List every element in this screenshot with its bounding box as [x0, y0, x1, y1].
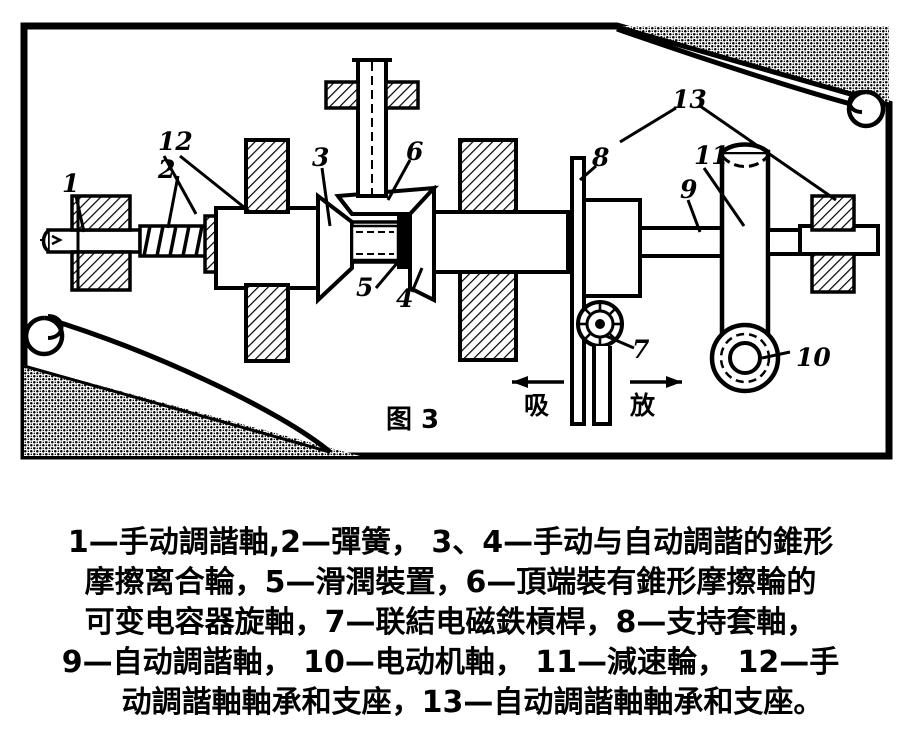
support-sleeve-shaft: [570, 156, 642, 426]
manual-tuning-shaft: [41, 228, 142, 254]
bearing-wall-middle: [458, 138, 518, 362]
lubrication-device: [350, 224, 400, 262]
callout-labels: 1 2 3 4 5 6 7 8 9 10 11 12 13: [62, 85, 831, 372]
bearing-wall-left: [244, 138, 290, 363]
right-shaft-end: [766, 194, 880, 294]
intermediate-shaft-body: [432, 210, 570, 274]
caption-line-2: 摩擦离合輪，5—滑潤裝置，6—頂端裝有錐形摩擦輪的: [84, 565, 817, 600]
callout-12: 12: [158, 127, 193, 156]
arrow-label-attract: 吸: [524, 391, 549, 420]
variable-capacitor-shaft: [324, 58, 420, 198]
callout-11: 11: [694, 141, 729, 170]
arrow-label-release: 放: [629, 391, 656, 420]
callout-13: 13: [672, 85, 707, 114]
reduction-wheel: [719, 142, 771, 345]
manual-shaft-sleeve: [214, 206, 320, 290]
leader-lines: [74, 104, 837, 360]
bearing-support-left: [70, 194, 132, 292]
callout-6: 6: [406, 137, 423, 166]
caption-line-1: 1—手动調諧軸,2—彈簧， 3、4—手动与自动調諧的錐形: [67, 525, 834, 560]
figure-caption: 1—手动調諧軸,2—彈簧， 3、4—手动与自动調諧的錐形 摩擦离合輪，5—滑潤裝…: [0, 505, 901, 744]
callout-5: 5: [356, 273, 373, 302]
callout-3: 3: [312, 143, 329, 172]
caption-line-5: 动調諧軸軸承和支座，13—自动調諧軸軸承和支座。: [121, 685, 824, 720]
callout-4: 4: [396, 284, 413, 313]
caption-line-3: 可变电容器旋軸，7—联結电磁鉄槓桿，8—支持套軸，: [84, 605, 817, 640]
cone-clutch-auto: [334, 185, 439, 304]
torn-edge-top-right: [616, 24, 890, 129]
electromagnet-lever-roller: [576, 300, 624, 426]
caption-line-4: 9—自动調諧軸， 10—电动机軸， 11—減速輪， 12—手: [61, 645, 840, 680]
figure-label: 图 3: [386, 405, 439, 435]
torn-edge-bottom-left: [23, 314, 360, 456]
callout-7: 7: [632, 335, 650, 364]
direction-arrows: 吸 放: [512, 376, 682, 420]
callout-10: 10: [796, 343, 831, 372]
callout-1: 1: [62, 169, 79, 198]
figure-panel: 1 2 3 4 5 6 7 8 9 10 11 12 13 吸 放 图 3: [20, 22, 893, 460]
mechanism-cross-section-drawing: 1 2 3 4 5 6 7 8 9 10 11 12 13 吸 放 图 3: [20, 22, 893, 460]
callout-2: 2: [157, 155, 175, 184]
callout-9: 9: [680, 175, 697, 204]
motor-shaft-hub: [709, 322, 781, 394]
callout-8: 8: [591, 143, 609, 172]
